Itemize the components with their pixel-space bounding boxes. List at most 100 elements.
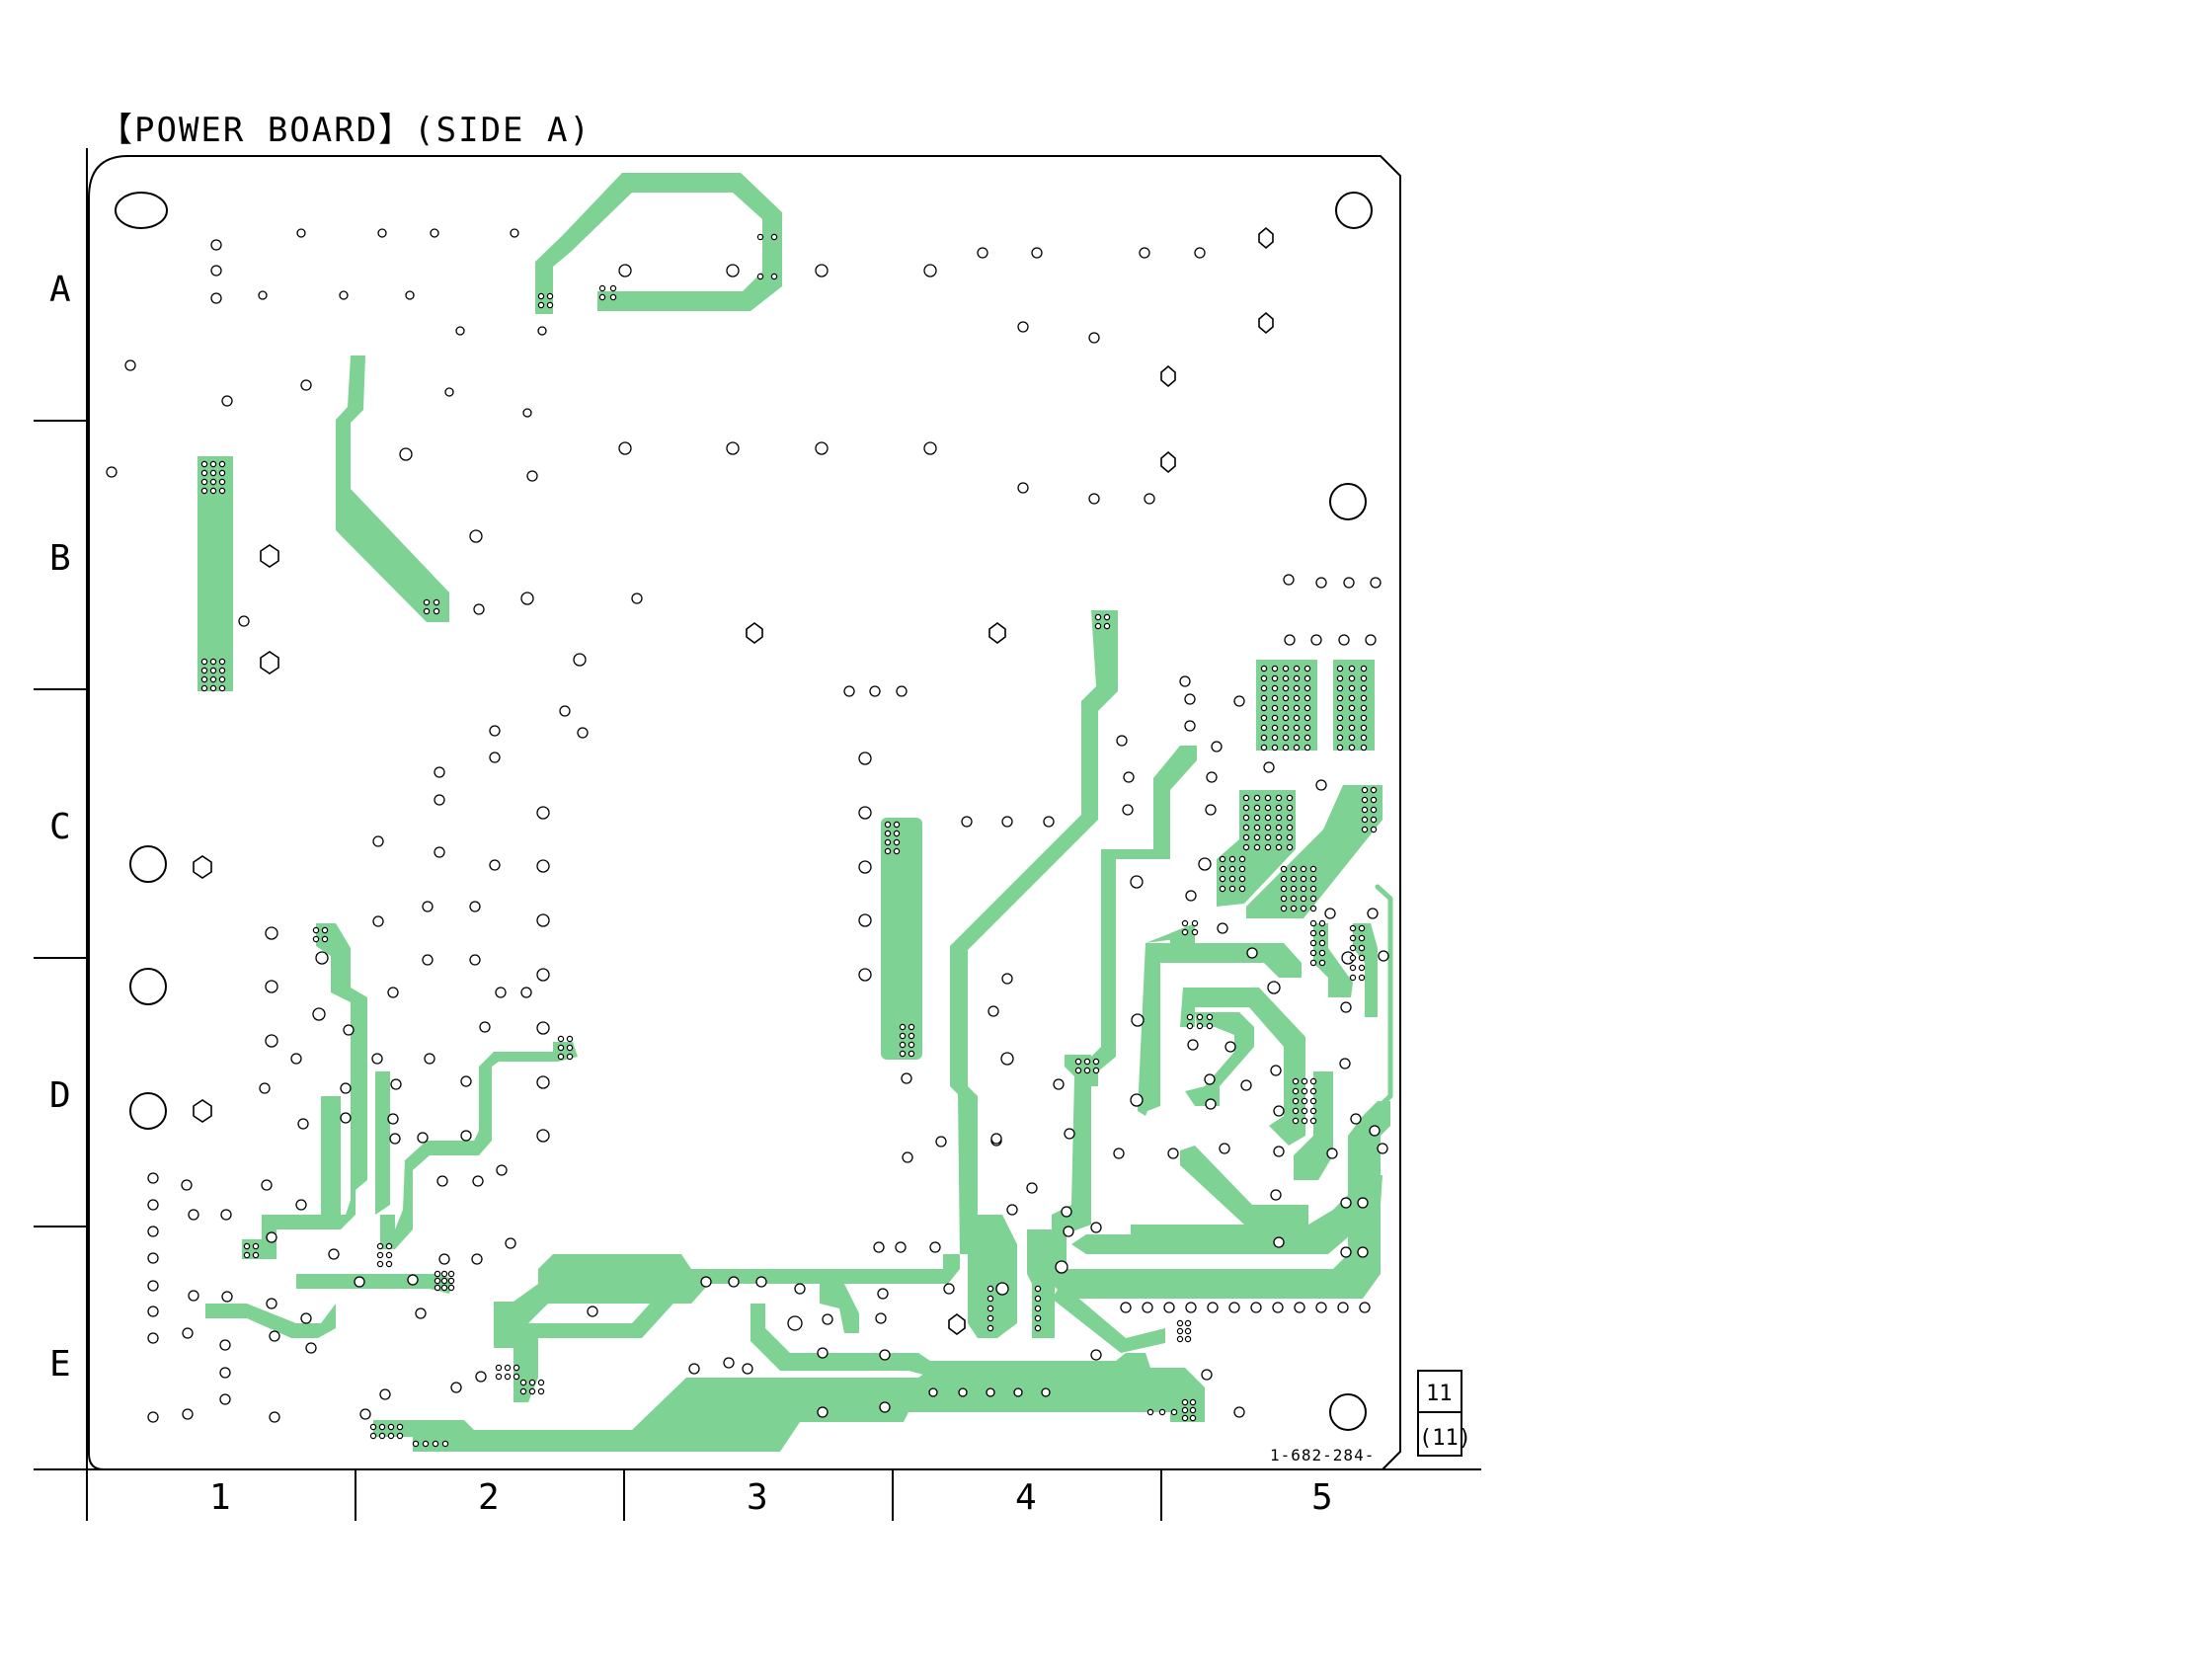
via	[1261, 666, 1266, 671]
via	[1276, 844, 1281, 849]
via	[1276, 815, 1281, 820]
via	[1350, 935, 1355, 940]
via	[201, 488, 206, 493]
via	[1272, 695, 1277, 700]
via	[1294, 695, 1299, 700]
via	[771, 274, 776, 278]
via	[1301, 876, 1305, 881]
via	[1281, 876, 1286, 881]
via	[434, 1271, 439, 1276]
via	[210, 659, 215, 664]
via	[599, 294, 604, 299]
via	[1294, 705, 1299, 710]
via	[900, 1033, 905, 1038]
via	[1371, 797, 1376, 802]
via	[1192, 920, 1197, 925]
via	[1301, 896, 1305, 901]
via	[1349, 666, 1354, 671]
via	[1293, 1078, 1298, 1083]
via	[1084, 1068, 1089, 1072]
via	[1337, 685, 1342, 690]
via	[1182, 1415, 1187, 1420]
via	[1310, 1098, 1315, 1103]
via	[1287, 805, 1292, 810]
via	[244, 1243, 249, 1248]
via	[1310, 960, 1315, 965]
via	[397, 1433, 402, 1438]
via	[1220, 866, 1224, 871]
via	[1310, 876, 1315, 881]
via	[397, 1424, 402, 1429]
via	[1283, 685, 1288, 690]
via	[210, 470, 215, 475]
via	[1294, 735, 1299, 740]
via	[1182, 1399, 1187, 1404]
column-label-1: 1	[209, 1477, 231, 1518]
via	[201, 659, 206, 664]
via	[1035, 1306, 1040, 1310]
via	[219, 470, 224, 475]
via	[1349, 745, 1354, 750]
via	[900, 1024, 905, 1029]
via	[1359, 925, 1364, 930]
via	[210, 461, 215, 466]
via	[1281, 886, 1286, 891]
via	[1197, 1023, 1202, 1028]
via	[1310, 1108, 1315, 1113]
via	[1272, 745, 1277, 750]
via	[1254, 834, 1259, 839]
via	[529, 1388, 534, 1393]
via	[448, 1278, 453, 1283]
part-number: 1-682-284-	[1270, 1446, 1375, 1465]
via	[219, 659, 224, 664]
via	[253, 1252, 258, 1257]
via	[1261, 735, 1266, 740]
row-label-c: C	[49, 807, 71, 847]
via	[610, 294, 615, 299]
via	[1302, 1098, 1306, 1103]
via	[442, 1441, 447, 1446]
via	[424, 608, 429, 613]
via	[1361, 685, 1366, 690]
via	[1304, 705, 1309, 710]
via	[1304, 745, 1309, 750]
via	[1337, 675, 1342, 680]
via	[1371, 827, 1376, 832]
via	[1185, 1320, 1190, 1325]
column-label-4: 4	[1015, 1477, 1037, 1518]
via	[386, 1243, 391, 1248]
via	[885, 822, 890, 827]
via	[1294, 666, 1299, 671]
via	[1265, 844, 1270, 849]
via	[1095, 623, 1100, 628]
via	[1272, 715, 1277, 720]
via	[201, 461, 206, 466]
via	[505, 1374, 510, 1379]
via	[1182, 1407, 1187, 1412]
via	[558, 1036, 563, 1041]
via	[900, 1051, 905, 1056]
via	[201, 676, 206, 681]
via	[1310, 896, 1315, 901]
via	[1291, 906, 1296, 911]
via	[1272, 685, 1277, 690]
via	[1261, 685, 1266, 690]
via	[520, 1388, 525, 1393]
via	[433, 1441, 437, 1446]
via	[538, 1388, 543, 1393]
via	[1075, 1068, 1080, 1072]
via	[1220, 876, 1224, 881]
via	[1294, 745, 1299, 750]
via	[1361, 715, 1366, 720]
via	[1261, 705, 1266, 710]
via	[424, 599, 429, 604]
via	[219, 685, 224, 690]
via	[1310, 950, 1315, 955]
via	[1310, 1078, 1315, 1083]
via	[1302, 1108, 1306, 1113]
via	[1182, 920, 1187, 925]
via	[894, 831, 899, 835]
via	[1276, 825, 1281, 830]
via	[370, 1433, 375, 1438]
via	[1272, 675, 1277, 680]
